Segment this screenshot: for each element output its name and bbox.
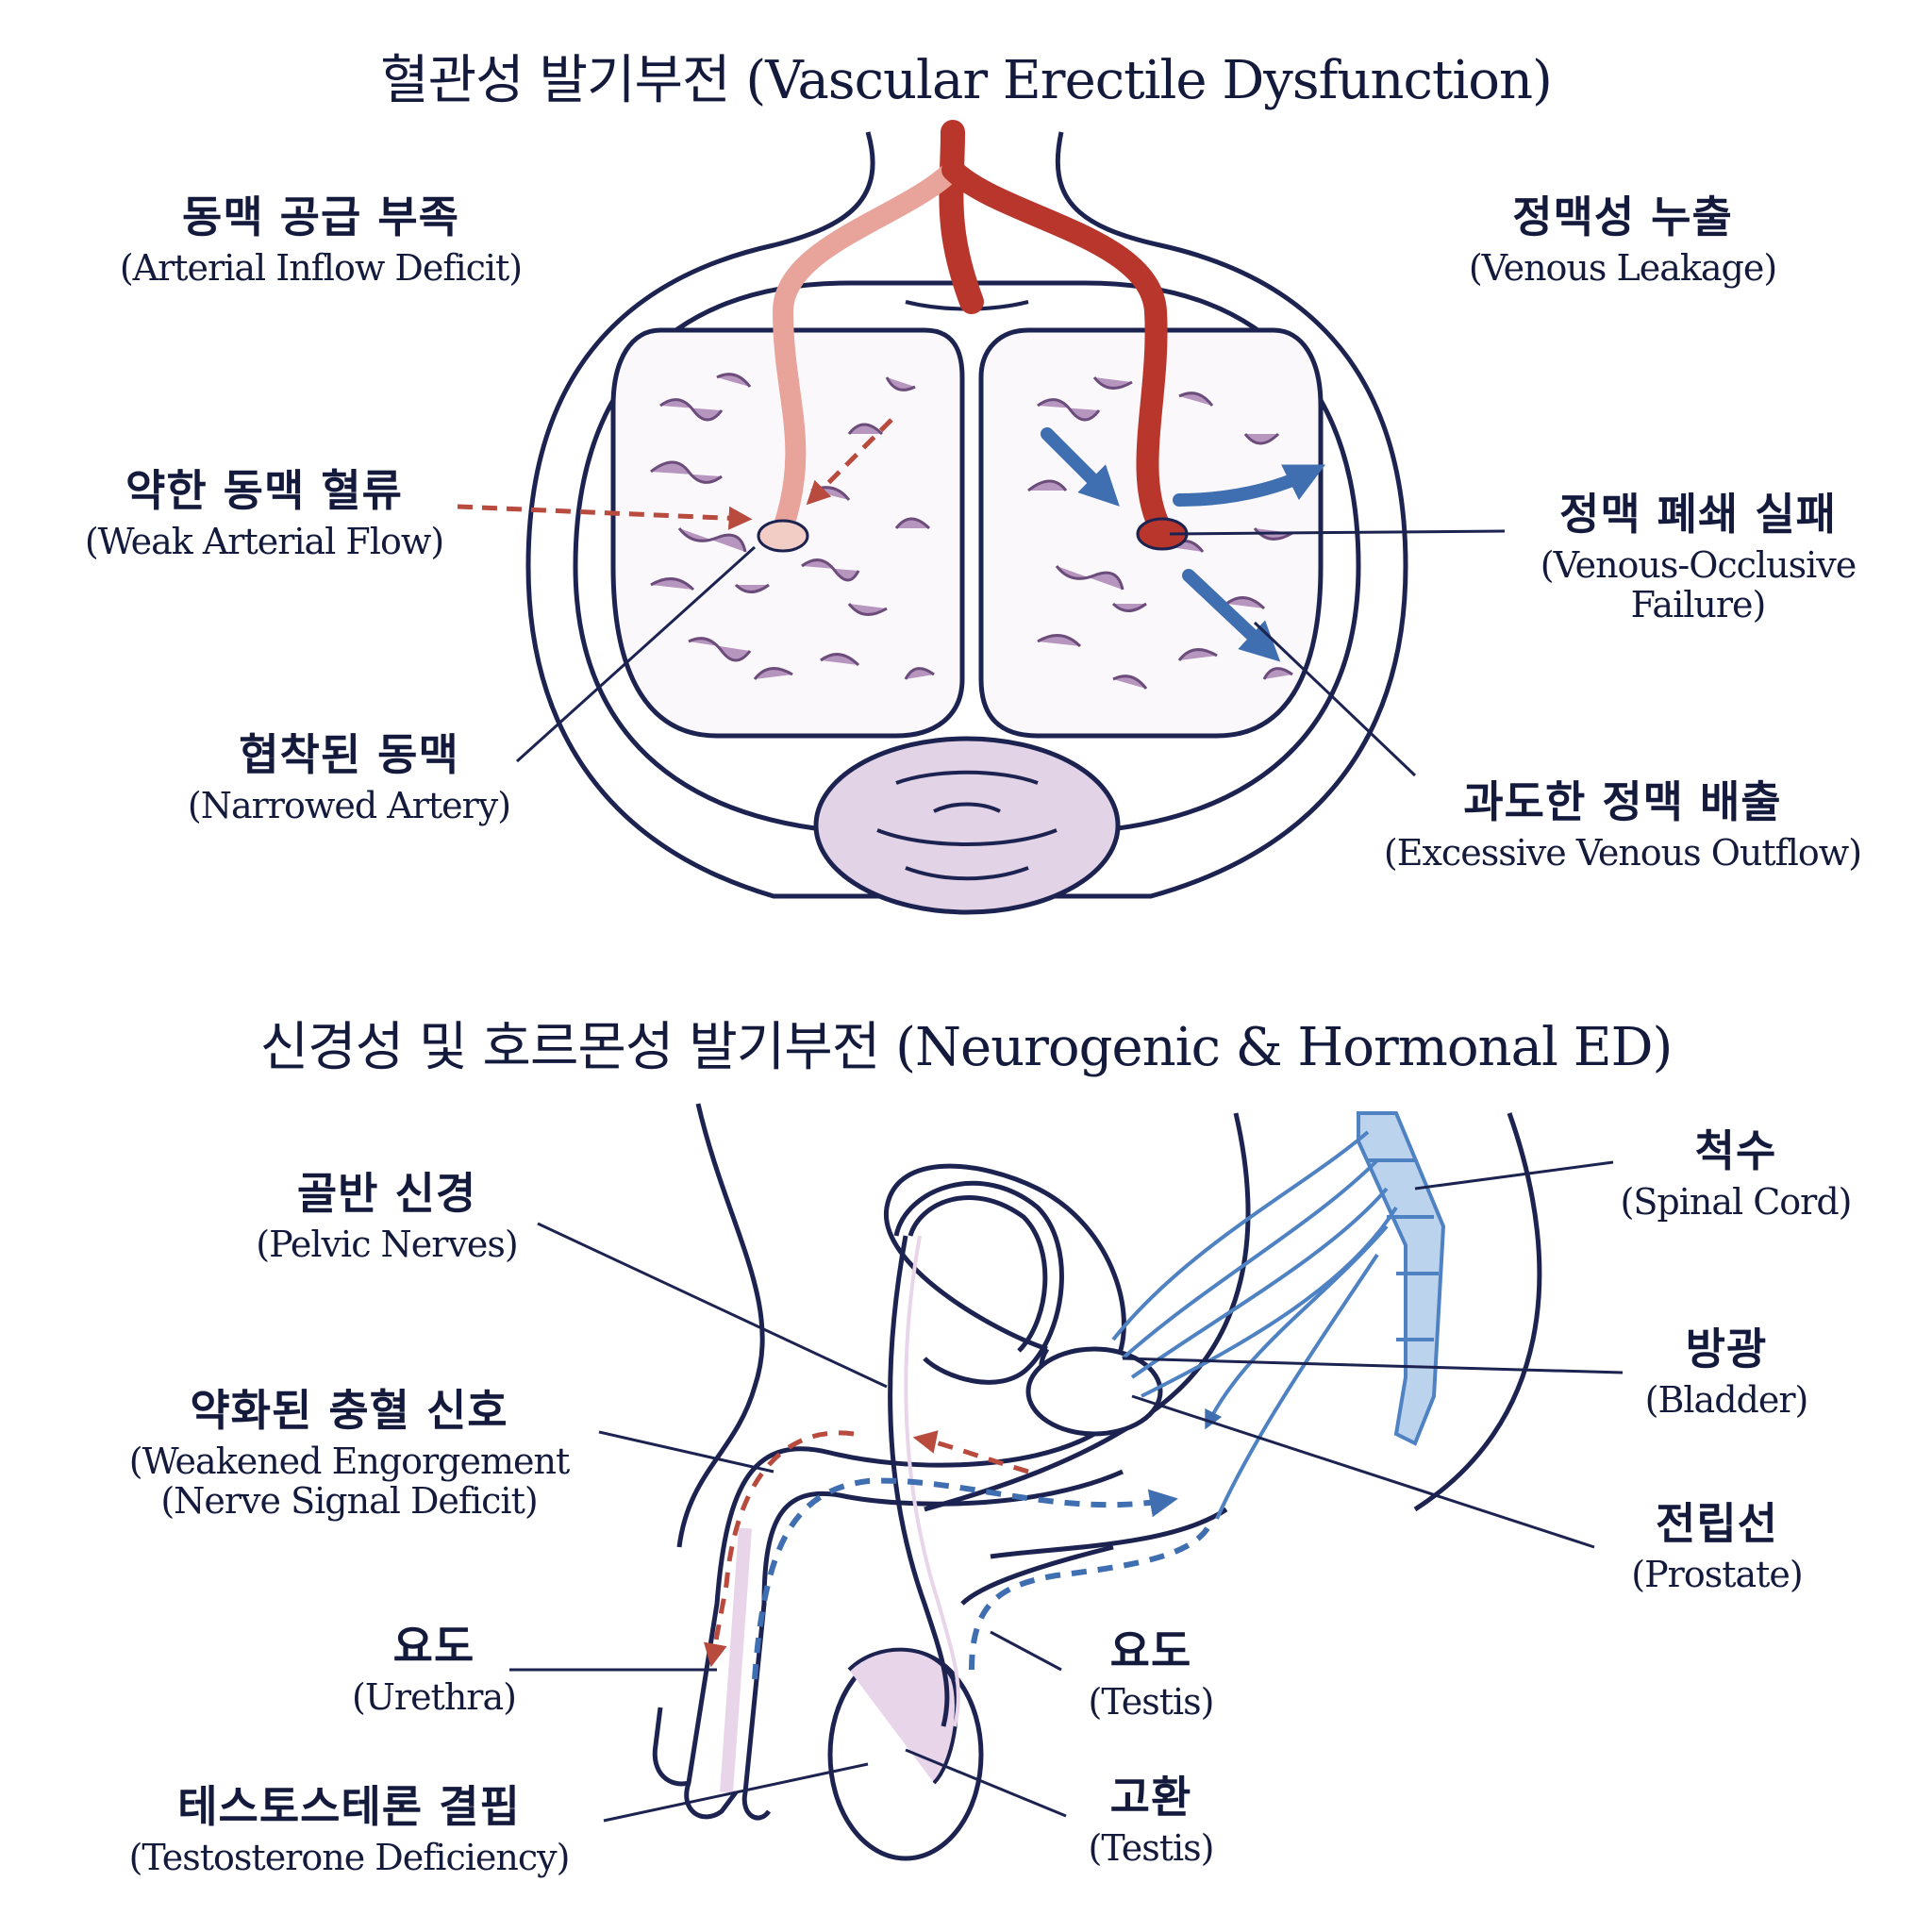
neuro-leader-lines [509, 1160, 1624, 1823]
back-outline [1413, 1112, 1542, 1512]
label-arterial-inflow-deficit-ko: 동맥 공급 부족 [182, 192, 459, 242]
vascular-section-title: 혈관성 발기부전 (Vascular Erectile Dysfunction) [380, 50, 1553, 111]
label-testis-upper: 요도 (Testis) [1057, 1625, 1245, 1723]
label-pelvic-nerves: 골반 신경 (Pelvic Nerves) [208, 1168, 566, 1265]
central-artery [939, 120, 984, 314]
label-urethra-ko: 요도 [392, 1621, 475, 1672]
label-venous-occlusive-failure: 정맥 폐쇄 실패 (Venous-Occlusive Failure) [1491, 489, 1906, 626]
label-pelvic-nerves-ko: 골반 신경 [296, 1168, 477, 1219]
penis-side-view [652, 1431, 1228, 1821]
label-weakened-engorgement-ko: 약화된 충혈 신호 [190, 1385, 508, 1436]
label-venous-occlusive-failure-en: (Venous-Occlusive [1540, 543, 1857, 586]
label-weak-arterial-flow-ko: 약한 동맥 혈류 [125, 465, 403, 516]
vas-deferens [888, 1180, 1064, 1727]
nerve-signal-path [752, 1477, 1210, 1680]
vascular-leader-lines [515, 529, 1506, 777]
label-urethra-en: (Urethra) [352, 1675, 517, 1718]
label-testis-upper-ko: 요도 [1109, 1625, 1192, 1676]
erectile-tissue [650, 373, 1293, 690]
label-testosterone-deficiency-en: (Testosterone Deficiency) [128, 1836, 571, 1878]
venous-outflow-arrows [1041, 427, 1326, 662]
label-arterial-inflow-deficit: 동맥 공급 부족 (Arterial Inflow Deficit) [57, 192, 585, 289]
label-urethra: 요도 (Urethra) [311, 1621, 557, 1718]
label-spinal-cord-en: (Spinal Cord) [1620, 1180, 1853, 1223]
prostate-gland [1025, 1346, 1163, 1437]
label-weakened-engorgement-en: (Weakened Engorgement [128, 1440, 570, 1482]
pelvic-nerve-fibers [1111, 1130, 1398, 1520]
label-prostate-ko: 전립선 [1656, 1498, 1778, 1549]
label-testosterone-deficiency: 테스토스테론 결핍 (Testosterone Deficiency) [66, 1781, 632, 1878]
testis [827, 1647, 984, 1861]
corpus-spongiosum [813, 736, 1121, 915]
label-weak-arterial-flow: 약한 동맥 혈류 (Weak Arterial Flow) [38, 465, 491, 562]
label-testosterone-deficiency-ko: 테스토스테론 결핍 [177, 1781, 521, 1832]
spinal-cord [1357, 1111, 1446, 1446]
label-bladder: 방광 (Bladder) [1604, 1324, 1849, 1421]
label-weak-arterial-flow-en: (Weak Arterial Flow) [84, 520, 444, 562]
label-bladder-en: (Bladder) [1644, 1378, 1809, 1421]
right-artery [941, 158, 1172, 540]
weak-flow-arrows [457, 418, 893, 530]
label-weakened-engorgement: 약화된 충혈 신호 (Weakened Engorgement (Nerve S… [57, 1385, 641, 1523]
label-bladder-ko: 방광 [1685, 1324, 1768, 1374]
label-excessive-venous-outflow-ko: 과도한 정맥 배출 [1463, 776, 1782, 827]
label-spinal-cord: 척수 (Spinal Cord) [1575, 1125, 1896, 1223]
urethra-channel [720, 1527, 752, 1793]
label-spinal-cord-ko: 척수 [1694, 1125, 1777, 1176]
label-venous-leakage-en: (Venous Leakage) [1468, 246, 1777, 289]
label-venous-leakage: 정맥성 누출 (Venous Leakage) [1415, 192, 1830, 289]
label-arterial-inflow-deficit-en: (Arterial Inflow Deficit) [119, 246, 523, 289]
label-testis-lower-ko: 고환 [1109, 1772, 1192, 1823]
label-excessive-venous-outflow-en: (Excessive Venous Outflow) [1383, 831, 1862, 874]
label-prostate-en: (Prostate) [1631, 1553, 1803, 1595]
label-venous-occlusive-failure-ko: 정맥 폐쇄 실패 [1559, 489, 1837, 540]
spongiosum-tissue [876, 770, 1058, 881]
label-narrowed-artery: 협착된 동맥 (Narrowed Artery) [142, 729, 557, 826]
label-venous-leakage-ko: 정맥성 누출 [1512, 192, 1733, 242]
label-testis-lower: 고환 (Testis) [1057, 1772, 1245, 1869]
label-venous-occlusive-failure-en2: Failure) [1630, 584, 1767, 626]
label-narrowed-artery-ko: 협착된 동맥 [239, 729, 459, 780]
engorgement-signal-path [703, 1430, 1029, 1668]
label-prostate: 전립선 (Prostate) [1594, 1498, 1840, 1595]
neuro-section-title: 신경성 및 호르몬성 발기부전 (Neurogenic & Hormonal E… [259, 1017, 1674, 1078]
narrowed-artery [772, 159, 963, 539]
label-narrowed-artery-en: (Narrowed Artery) [187, 784, 511, 826]
thigh-outline [676, 1103, 765, 1548]
label-testis-upper-en: (Testis) [1088, 1680, 1215, 1723]
label-excessive-venous-outflow: 과도한 정맥 배출 (Excessive Venous Outflow) [1330, 776, 1915, 874]
label-testis-lower-en: (Testis) [1088, 1826, 1215, 1869]
label-pelvic-nerves-en: (Pelvic Nerves) [256, 1223, 519, 1265]
label-weakened-engorgement-en2: (Nerve Signal Deficit) [160, 1480, 538, 1523]
